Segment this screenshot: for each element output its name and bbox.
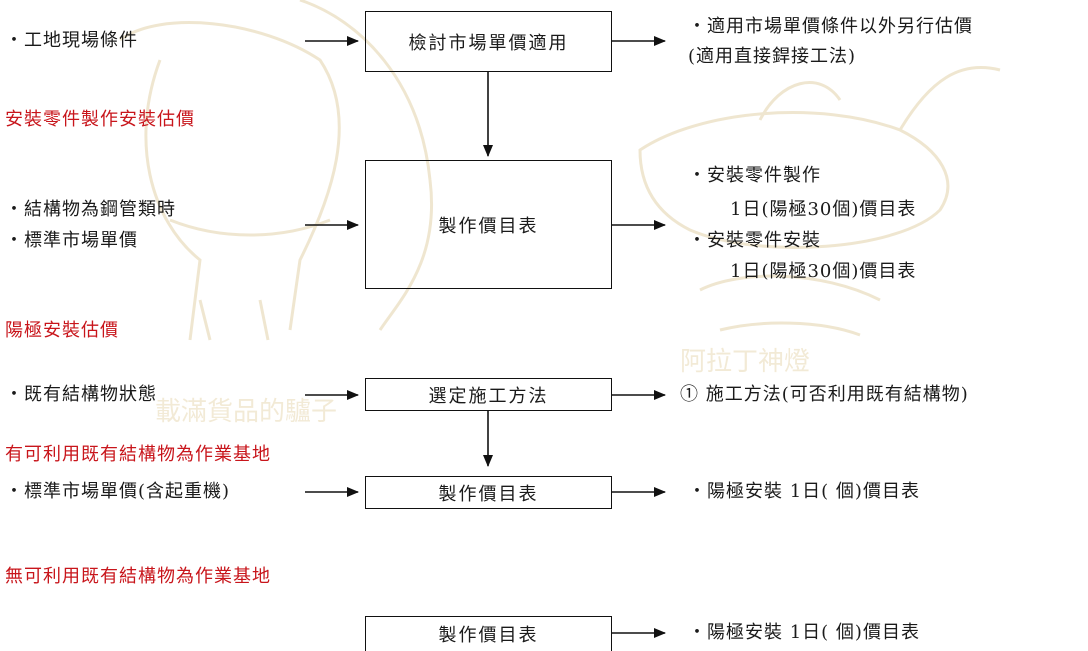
steel-pipe-label: ・結構物為鋼管類時: [5, 199, 176, 220]
anode-install-output-2: ・陽極安裝 1日( 個)價目表: [688, 622, 920, 643]
price-table-box-1: 製作價目表: [365, 160, 612, 289]
select-method-box: 選定施工方法: [365, 378, 612, 411]
other-estimate-line1: ・適用市場單價條件以外另行估價: [688, 16, 973, 37]
parts-making-table: 1日(陽極30個)價目表: [730, 199, 917, 220]
existing-structure-label: ・既有結構物狀態: [5, 384, 157, 405]
site-condition-label: ・工地現場條件: [5, 30, 138, 51]
other-estimate-line2: (適用直接銲接工法): [688, 46, 857, 67]
crane-price-label: ・標準市場單價(含起重機): [5, 481, 231, 502]
parts-making-label: ・安裝零件製作: [688, 165, 821, 186]
price-table-box-3: 製作價目表: [365, 616, 612, 651]
construction-method-output: ① 施工方法(可否利用既有結構物): [680, 384, 969, 405]
parts-install-label: ・安裝零件安裝: [688, 230, 821, 251]
heading-structure-unavailable: 無可利用既有結構物為作業基地: [5, 566, 271, 587]
heading-anode-estimate: 陽極安裝估價: [5, 320, 119, 341]
parts-install-table: 1日(陽極30個)價目表: [730, 261, 917, 282]
price-table-box-2: 製作價目表: [365, 476, 612, 509]
heading-structure-available: 有可利用既有結構物為作業基地: [5, 444, 271, 465]
heading-parts-estimate: 安裝零件製作安裝估價: [5, 109, 195, 130]
review-market-price-box: 檢討市場單價適用: [365, 11, 612, 72]
standard-price-label: ・標準市場單價: [5, 230, 138, 251]
anode-install-output-1: ・陽極安裝 1日( 個)價目表: [688, 481, 920, 502]
